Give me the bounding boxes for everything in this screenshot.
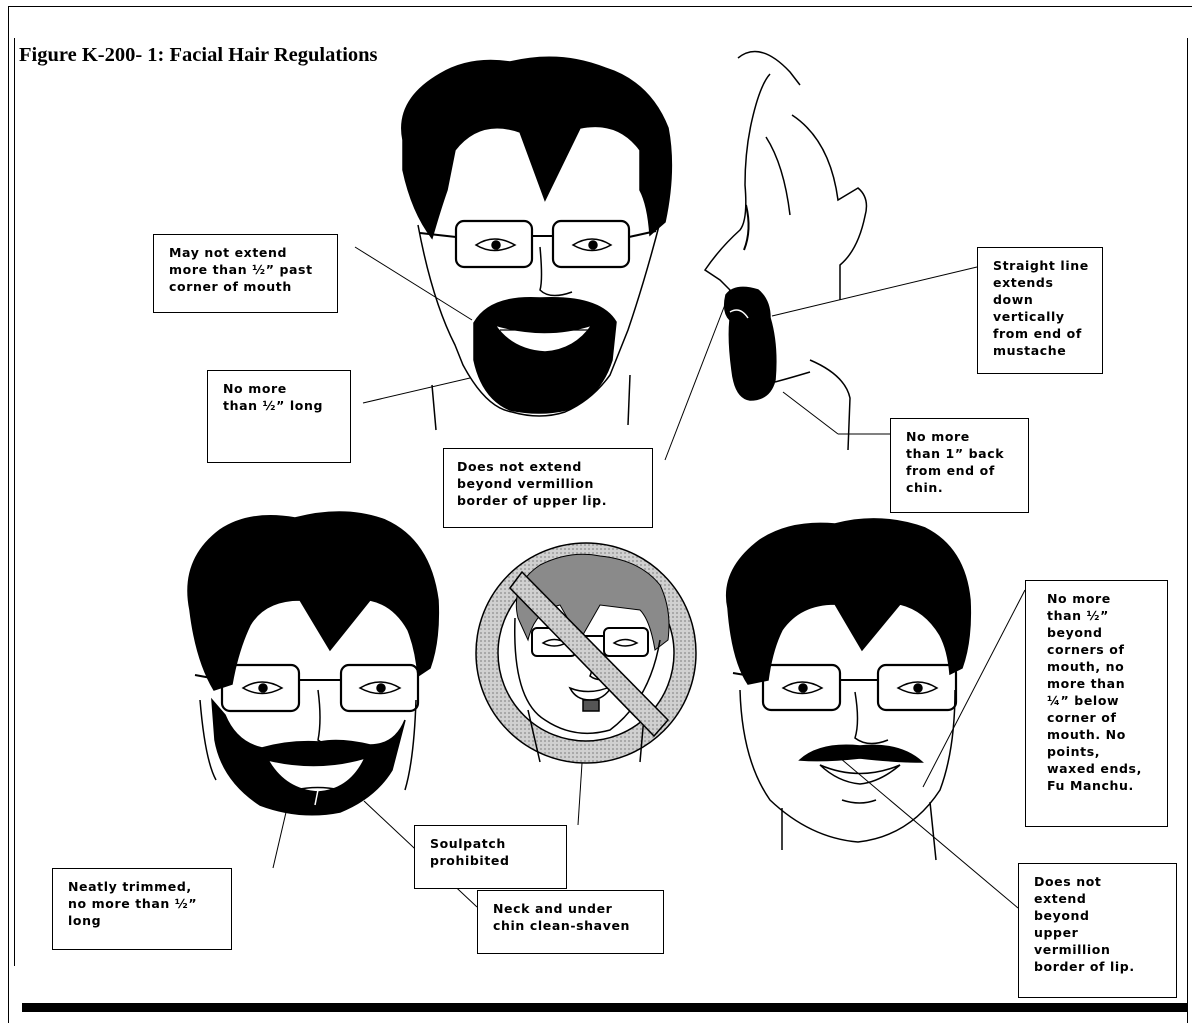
callout-line: Does not extend bbox=[457, 459, 582, 474]
callout-line: points, bbox=[1047, 744, 1101, 759]
callout-line: No more bbox=[906, 429, 970, 444]
callout-line: more than bbox=[1047, 676, 1126, 691]
callout-line: down bbox=[993, 292, 1034, 307]
callout-line: from end of bbox=[906, 463, 995, 478]
callout-line: than ½” bbox=[1047, 608, 1109, 623]
callout-line: Straight line bbox=[993, 258, 1089, 273]
callout-line: mouth. No bbox=[1047, 727, 1126, 742]
callout-line: extend bbox=[1034, 891, 1087, 906]
frame-left-inner-rule bbox=[14, 38, 15, 966]
callout-line: mouth, no bbox=[1047, 659, 1125, 674]
callout-line: Fu Manchu. bbox=[1047, 778, 1134, 793]
callout-line: border of upper lip. bbox=[457, 493, 608, 508]
frame-right-rule bbox=[1187, 38, 1188, 1023]
callout-line: no more than ½” bbox=[68, 896, 198, 911]
callout-line: Does not bbox=[1034, 874, 1102, 889]
profile-face-illustration bbox=[703, 50, 868, 451]
callout-mustache-limits: No more than ½” beyond corners of mouth,… bbox=[1025, 580, 1168, 827]
callout-goatee-length: No more than ½” long bbox=[207, 370, 351, 463]
callout-line: beyond bbox=[1034, 908, 1090, 923]
callout-line: ¼” below bbox=[1047, 693, 1120, 708]
callout-line: from end of bbox=[993, 326, 1082, 341]
callout-neck-shaven: Neck and under chin clean-shaven bbox=[477, 890, 664, 954]
callout-line: No more bbox=[1047, 591, 1111, 606]
callout-line: corner of bbox=[1047, 710, 1117, 725]
callout-line: than 1” back bbox=[906, 446, 1005, 461]
callout-mustache-lip: Does not extend beyond upper vermillion … bbox=[1018, 863, 1177, 998]
callout-line: corners of bbox=[1047, 642, 1125, 657]
callout-line: beyond bbox=[1047, 625, 1103, 640]
frame-top-rule bbox=[8, 6, 1192, 7]
callout-line: than ½” long bbox=[223, 398, 323, 413]
callout-line: border of lip. bbox=[1034, 959, 1135, 974]
figure-title: Figure K-200- 1: Facial Hair Regulations bbox=[19, 44, 378, 66]
callout-beard-trim: Neatly trimmed, no more than ½” long bbox=[52, 868, 232, 950]
goatee-face-illustration bbox=[401, 56, 673, 431]
beard-face-illustration bbox=[187, 511, 440, 816]
callout-line: chin clean-shaven bbox=[493, 918, 631, 933]
callout-line: waxed ends, bbox=[1047, 761, 1142, 776]
callout-line: more than ½” past bbox=[169, 262, 313, 277]
callout-line: upper bbox=[1034, 925, 1079, 940]
callout-line: vermillion bbox=[1034, 942, 1111, 957]
callout-line: chin. bbox=[906, 480, 944, 495]
callout-soulpatch: Soulpatch prohibited bbox=[414, 825, 567, 889]
callout-line: beyond vermillion bbox=[457, 476, 595, 491]
callout-profile-vertical: Straight line extends down vertically fr… bbox=[977, 247, 1103, 374]
callout-line: Neck and under bbox=[493, 901, 613, 916]
frame-left-rule bbox=[8, 6, 9, 1023]
callout-line: extends bbox=[993, 275, 1054, 290]
soulpatch-prohibition-illustration bbox=[475, 542, 697, 764]
callout-goatee-corner: May not extend more than ½” past corner … bbox=[153, 234, 338, 313]
callout-line: vertically bbox=[993, 309, 1065, 324]
bottom-rule bbox=[22, 1003, 1188, 1012]
callout-line: No more bbox=[223, 381, 287, 396]
callout-line: corner of mouth bbox=[169, 279, 292, 294]
callout-line: mustache bbox=[993, 343, 1067, 358]
callout-line: May not extend bbox=[169, 245, 288, 260]
callout-line: prohibited bbox=[430, 853, 510, 868]
callout-line: long bbox=[68, 913, 102, 928]
callout-line: Neatly trimmed, bbox=[68, 879, 192, 894]
callout-line: Soulpatch bbox=[430, 836, 506, 851]
callout-profile-lip: Does not extend beyond vermillion border… bbox=[443, 448, 653, 528]
mustache-face-illustration bbox=[725, 518, 972, 861]
callout-profile-chin: No more than 1” back from end of chin. bbox=[890, 418, 1029, 513]
